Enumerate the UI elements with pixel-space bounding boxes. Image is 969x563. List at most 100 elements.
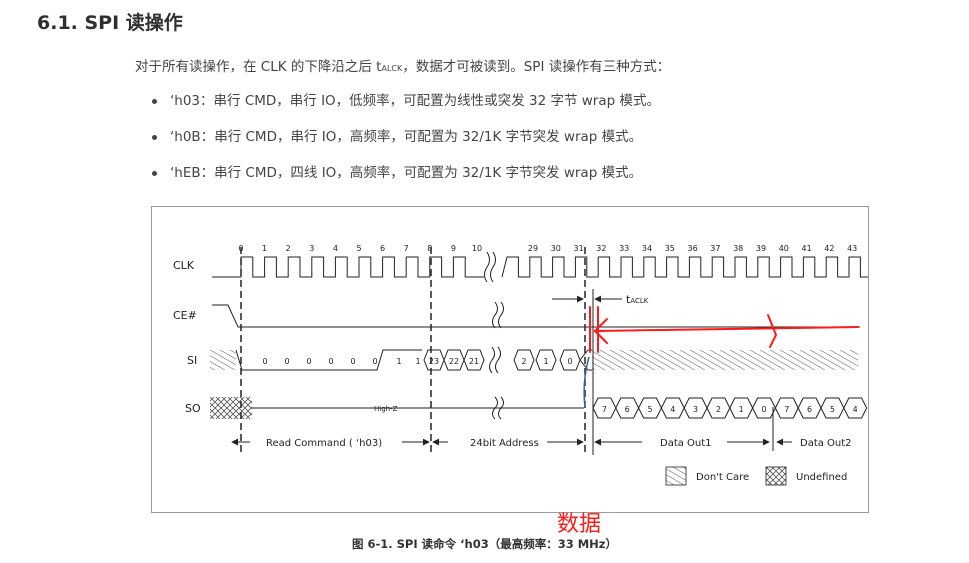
clock-number: 5	[356, 244, 361, 253]
clock-number: 37	[710, 244, 720, 253]
signal-label-si: SI	[187, 354, 197, 367]
phase-label-data-out2: Data Out2	[800, 438, 852, 449]
clock-number: 7	[404, 244, 409, 253]
so-data-bit: 5	[830, 405, 835, 414]
phase-label-data-out1: Data Out1	[660, 438, 712, 449]
timing-diagram: CLK CE# SI SO 01234567891029303132333435…	[173, 244, 868, 486]
si-address-bit: 23	[429, 357, 439, 366]
si-bit: 0	[350, 357, 355, 366]
clock-number: 39	[756, 244, 766, 253]
clock-number: 33	[619, 244, 629, 253]
so-data-bit: 7	[602, 405, 607, 414]
si-bit: 0	[328, 357, 333, 366]
clock-number: 29	[528, 244, 538, 253]
si-address-bit: 22	[449, 357, 459, 366]
clock-number: 30	[551, 244, 561, 253]
si-dont-care-start	[210, 350, 236, 370]
clock-number: 38	[733, 244, 743, 253]
si-command-line	[235, 349, 422, 371]
figure-caption: 图 6-1. SPI 读命令 ‘h03（最高频率：33 MHz）	[352, 537, 617, 551]
legend-undefined-swatch	[765, 466, 787, 486]
list-item: ‘h0B：串行 CMD，串行 IO，高频率，可配置为 32/1K 字节突发 wr…	[152, 127, 660, 163]
clk-break-mark	[484, 251, 490, 283]
si-bit: 0	[306, 357, 311, 366]
ce-break-mark	[498, 301, 504, 329]
clock-number: 4	[333, 244, 338, 253]
legend-undefined-label: Undefined	[796, 472, 847, 483]
tac-label: tACLK	[626, 293, 649, 306]
so-data-bit: 2	[716, 405, 721, 414]
clock-number: 6	[380, 244, 385, 253]
clock-number: 8	[427, 244, 432, 253]
handwritten-annotation: 数据	[557, 512, 602, 537]
si-bit: 1	[415, 357, 420, 366]
intro-text-after: ，数据才可被读到。SPI 读操作有三种方式：	[402, 59, 671, 75]
legend-dont-care-swatch	[665, 466, 687, 486]
si-address-bit: 2	[521, 357, 526, 366]
intro-text-before: 对于所有读操作，在 CLK 的下降沿之后 t	[135, 59, 382, 75]
legend-dont-care-label: Don't Care	[696, 472, 749, 483]
si-address-cell	[535, 349, 557, 371]
clock-number: 42	[824, 244, 834, 253]
clk-waveform	[212, 256, 868, 278]
clock-number: 3	[309, 244, 314, 253]
list-item: ‘h03：串行 CMD，串行 IO，低频率，可配置为线性或突发 32 字节 wr…	[152, 91, 660, 127]
si-break-mark	[495, 346, 501, 374]
si-address-bit: 21	[469, 357, 479, 366]
list-item: ‘hEB：串行 CMD，四线 IO，高频率，可配置为 32/1K 字节突发 wr…	[152, 163, 660, 199]
clock-number: 40	[779, 244, 789, 253]
so-highz-label: High-Z	[374, 405, 398, 413]
si-address-bit: 1	[543, 357, 548, 366]
intro-subscript: ALCK	[381, 64, 403, 73]
so-data-bit: 6	[807, 405, 812, 414]
phase-label-address: 24bit Address	[470, 438, 539, 449]
si-bit: 1	[396, 357, 401, 366]
clock-number: 35	[665, 244, 675, 253]
si-address-cell	[513, 349, 535, 371]
so-undefined-start	[210, 397, 252, 419]
so-data-bit: 1	[739, 405, 744, 414]
clock-cycle-numbers: 0123456789102930313233343536373839404142…	[238, 244, 857, 253]
read-mode-list: ‘h03：串行 CMD，串行 IO，低频率，可配置为线性或突发 32 字节 wr…	[152, 91, 660, 199]
ce-waveform	[212, 304, 860, 328]
clock-number: 41	[802, 244, 812, 253]
so-data-bit: 4	[853, 405, 858, 414]
clk-break-mark	[490, 251, 496, 283]
section-heading: 6.1. SPI 读操作	[37, 12, 183, 34]
clock-number: 31	[574, 244, 584, 253]
si-bit: 0	[372, 357, 377, 366]
si-bit: 0	[284, 357, 289, 366]
clock-number: 36	[688, 244, 698, 253]
red-tick-mark	[767, 314, 778, 348]
signal-label-so: SO	[185, 402, 201, 415]
si-dont-care-end	[592, 350, 858, 370]
clock-number: 34	[642, 244, 652, 253]
so-data-bit: 3	[693, 405, 698, 414]
red-span-line	[594, 326, 859, 332]
so-data-cell	[843, 397, 868, 419]
clock-number: 32	[596, 244, 606, 253]
si-bit-values: 0 0 0 0 0 0 1 1	[262, 357, 420, 366]
so-break-mark	[492, 396, 498, 420]
si-address-bit: 0	[567, 357, 572, 366]
phase-label-read-command: Read Command ( ‘h03)	[266, 438, 382, 449]
ce-break-mark	[492, 301, 498, 329]
si-bit: 0	[262, 357, 267, 366]
clock-number: 10	[472, 244, 482, 253]
so-data-bit: 6	[625, 405, 630, 414]
blue-annotation	[583, 356, 590, 408]
clock-number: 1	[262, 244, 267, 253]
so-data-bit: 4	[670, 405, 675, 414]
clock-number: 43	[847, 244, 857, 253]
so-data-bit: 0	[761, 405, 766, 414]
clock-number: 2	[286, 244, 291, 253]
so-break-mark	[498, 396, 504, 420]
signal-label-clk: CLK	[173, 259, 195, 272]
red-marks	[589, 306, 599, 353]
so-data-bit: 5	[647, 405, 652, 414]
signal-label-ce: CE#	[173, 309, 197, 322]
red-arrowhead	[593, 318, 608, 344]
clock-number: 9	[451, 244, 456, 253]
